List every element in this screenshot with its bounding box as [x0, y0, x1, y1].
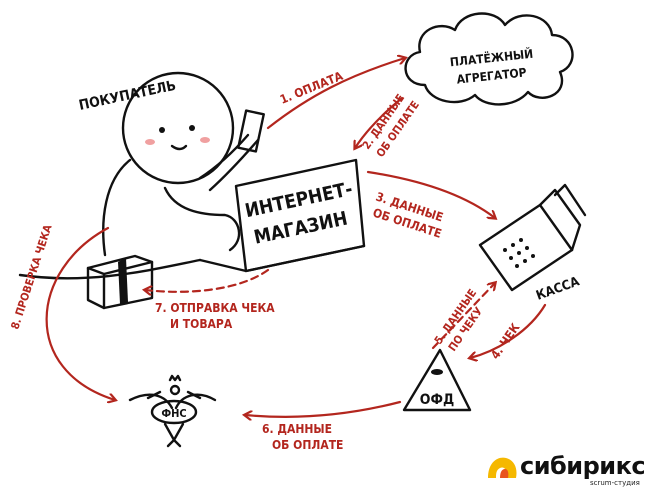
arrow-step-6	[245, 400, 402, 417]
logo-subtitle: scrum-студия	[590, 479, 640, 487]
arrow-step-7	[145, 268, 270, 292]
arrow-step-1	[266, 58, 405, 130]
register-label: КАССА	[534, 274, 581, 303]
step-7-label-line2: И ТОВАРА	[170, 317, 233, 331]
ofd-label: ОФД	[420, 392, 454, 408]
arrow-step-2	[355, 96, 404, 148]
arrow-step-8	[45, 226, 115, 400]
arrow-step-4	[470, 303, 547, 358]
sibiriks-logo: сибирикс scrum-студия	[486, 452, 646, 487]
buyer-figure-icon	[18, 71, 265, 280]
arrow-step-5	[431, 283, 495, 350]
arrow-step-3	[366, 170, 495, 218]
fns-eagle-emblem-icon	[128, 374, 217, 448]
cash-register-terminal-icon	[478, 183, 587, 292]
online-shop-laptop-icon	[198, 158, 366, 273]
step-1-label: 1. ОПЛАТА	[278, 69, 346, 107]
logo-name: сибирикс	[520, 452, 646, 480]
fns-label: ФНС	[161, 407, 186, 420]
step-4-label: 4. ЧЕК	[488, 321, 523, 362]
payment-aggregator-cloud-icon	[404, 12, 574, 106]
package-icon	[86, 254, 154, 310]
step-6-label-line1: 6. ДАННЫЕ	[262, 422, 332, 436]
ofd-triangle-eye-icon	[402, 348, 472, 412]
step-6-label-line2: ОБ ОПЛАТЕ	[272, 438, 343, 452]
step-7-label-line1: 7. ОТПРАВКА ЧЕКА	[155, 301, 275, 315]
aggregator-label-line2: АГРЕГАТОР	[456, 65, 527, 86]
sibiriks-logo-icon	[488, 457, 517, 478]
